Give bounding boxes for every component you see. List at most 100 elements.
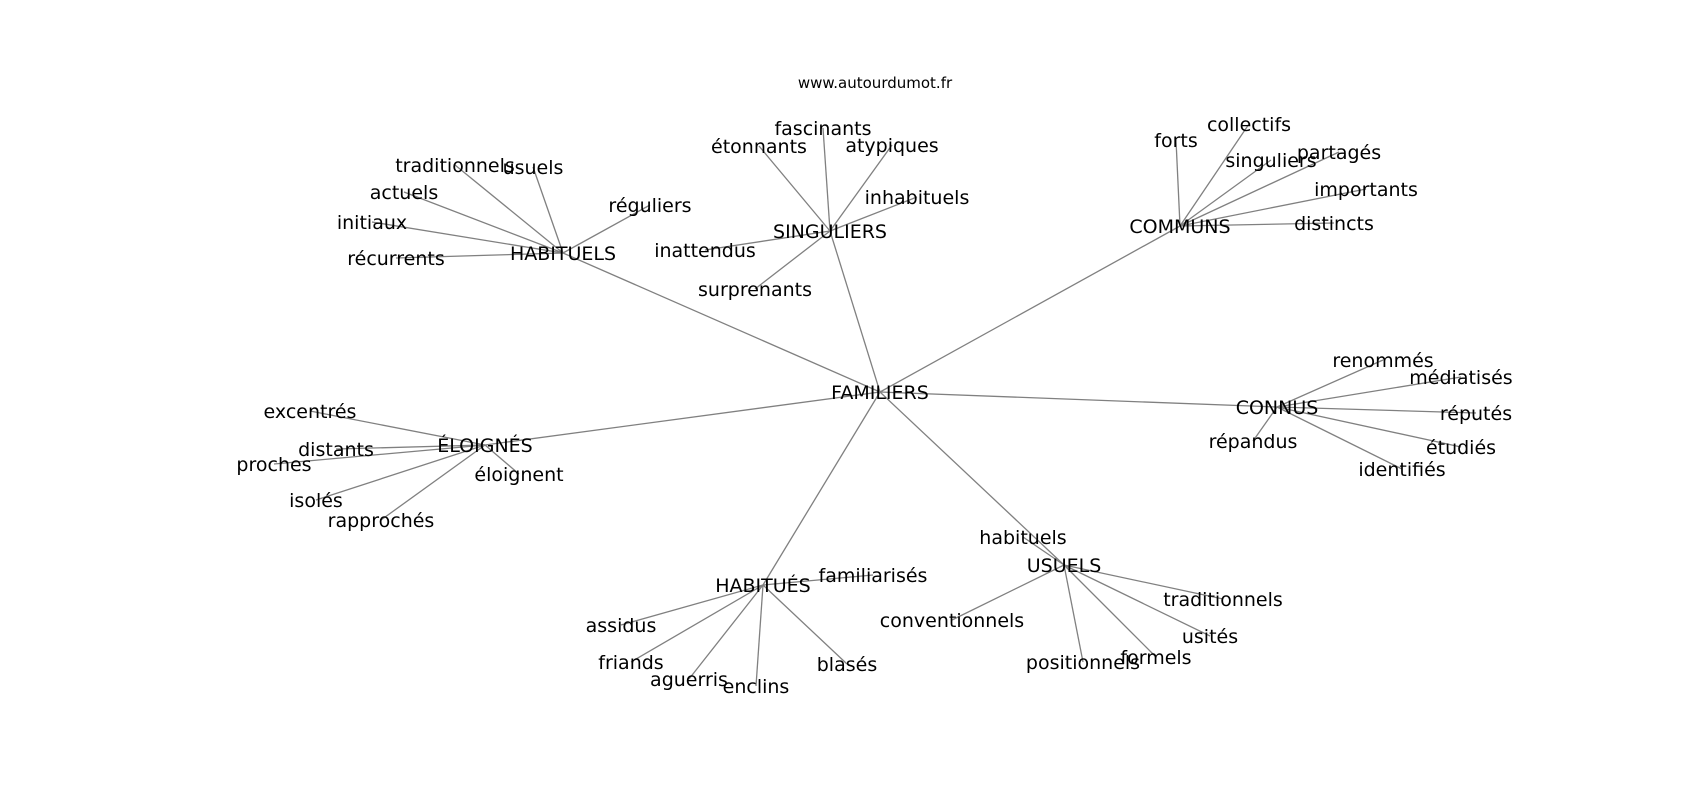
site-url: www.autourdumot.fr bbox=[798, 74, 953, 92]
leaf-node: inattendus bbox=[654, 240, 756, 262]
edge-hub-to-leaf bbox=[1063, 564, 1211, 637]
hub-node: USUELS bbox=[1027, 555, 1102, 577]
leaf-node: surprenants bbox=[698, 279, 812, 301]
edge-hub-to-leaf bbox=[829, 196, 918, 232]
leaf-node: friands bbox=[598, 652, 663, 674]
leaf-node: éloignent bbox=[474, 464, 563, 486]
leaf-node: assidus bbox=[586, 615, 657, 637]
center-node: FAMILIERS bbox=[831, 382, 929, 404]
hub-node: SINGULIERS bbox=[773, 221, 887, 243]
edge-hub-to-leaf bbox=[1179, 159, 1272, 227]
edge-hub-to-leaf bbox=[822, 127, 831, 232]
edge-hub-to-leaf bbox=[1276, 376, 1462, 408]
edge-hub-to-leaf bbox=[1276, 406, 1462, 448]
leaf-node: distants bbox=[298, 439, 374, 461]
leaf-node: étudiés bbox=[1426, 437, 1496, 459]
edge-center-to-hub bbox=[879, 391, 1278, 408]
edge-hub-to-leaf bbox=[380, 444, 486, 521]
leaf-node: fascinants bbox=[774, 118, 871, 140]
edge-hub-to-leaf bbox=[335, 444, 486, 450]
edge-hub-to-leaf bbox=[454, 164, 564, 254]
leaf-node: partagés bbox=[1297, 142, 1381, 164]
edge-hub-to-leaf bbox=[762, 584, 848, 665]
leaf-node: enclins bbox=[723, 676, 790, 698]
edge-hub-to-leaf bbox=[704, 230, 831, 251]
leaf-node: rapprochés bbox=[328, 510, 435, 532]
leaf-node: collectifs bbox=[1207, 114, 1291, 136]
edge-center-to-hub bbox=[879, 225, 1181, 393]
edge-hub-to-leaf bbox=[1276, 359, 1384, 408]
leaf-node: inhabituels bbox=[865, 187, 970, 209]
edge-hub-to-leaf bbox=[951, 564, 1065, 621]
leaf-node: étonnants bbox=[711, 136, 807, 158]
hub-node: HABITUÉS bbox=[715, 574, 811, 597]
edge-hub-to-leaf bbox=[403, 191, 564, 254]
edge-center-to-hub bbox=[829, 230, 881, 393]
edge-hub-to-leaf bbox=[309, 410, 486, 446]
leaf-node: distincts bbox=[1294, 213, 1374, 235]
edge-hub-to-leaf bbox=[1276, 406, 1477, 414]
leaf-node: actuels bbox=[370, 182, 438, 204]
leaf-node: récurrents bbox=[347, 248, 445, 270]
edge-hub-to-leaf bbox=[315, 444, 486, 501]
leaf-node: habituels bbox=[979, 527, 1066, 549]
edge-hub-to-leaf bbox=[532, 166, 564, 254]
edge-hub-to-leaf bbox=[484, 444, 520, 475]
leaf-node: forts bbox=[1154, 130, 1197, 152]
edge-hub-to-leaf bbox=[1022, 536, 1065, 566]
leaf-node: excentrés bbox=[264, 401, 357, 423]
leaf-node: singuliers bbox=[1225, 150, 1316, 172]
edge-hub-to-leaf bbox=[755, 584, 764, 687]
leaf-node: traditionnels bbox=[1163, 589, 1283, 611]
edge-hub-to-leaf bbox=[395, 252, 564, 259]
edge-hub-to-leaf bbox=[688, 584, 764, 680]
leaf-node: réguliers bbox=[608, 195, 691, 217]
leaf-node: traditionnels bbox=[395, 155, 515, 177]
leaf-node: positionnels bbox=[1026, 652, 1140, 674]
leaf-node: familiarisés bbox=[819, 565, 928, 587]
edge-hub-to-leaf bbox=[1252, 406, 1278, 442]
leaf-node: initiaux bbox=[337, 212, 407, 234]
leaf-node: blasés bbox=[817, 654, 877, 676]
hub-node: HABITUELS bbox=[510, 243, 616, 265]
leaf-node: médiatisés bbox=[1409, 367, 1512, 389]
leaf-node: isolés bbox=[289, 490, 343, 512]
edge-hub-to-leaf bbox=[1179, 222, 1335, 227]
leaf-node: aguerris bbox=[650, 669, 728, 691]
edge-hub-to-leaf bbox=[1179, 188, 1367, 227]
edge-hub-to-leaf bbox=[1175, 139, 1181, 227]
edge-center-to-hub bbox=[879, 391, 1065, 566]
edge-hub-to-leaf bbox=[829, 144, 893, 232]
edge-hub-to-leaf bbox=[1063, 564, 1157, 658]
edge-center-to-hub bbox=[762, 391, 881, 586]
edge-hub-to-leaf bbox=[273, 444, 486, 465]
edge-hub-to-leaf bbox=[620, 584, 764, 626]
leaf-node: formels bbox=[1120, 647, 1191, 669]
edge-hub-to-leaf bbox=[1179, 123, 1250, 227]
edge-center-to-hub bbox=[484, 391, 881, 446]
hub-node: COMMUNS bbox=[1129, 216, 1230, 238]
leaf-node: identifiés bbox=[1358, 459, 1445, 481]
leaf-node: usités bbox=[1182, 626, 1238, 648]
leaf-node: usuels bbox=[503, 157, 564, 179]
labels-layer: FAMILIERSHABITUELStraditionnelsusuelsact… bbox=[236, 114, 1512, 698]
leaf-node: importants bbox=[1314, 179, 1418, 201]
edge-hub-to-leaf bbox=[1179, 151, 1340, 227]
edge-hub-to-leaf bbox=[1276, 406, 1403, 470]
edges-layer bbox=[273, 123, 1477, 687]
edge-hub-to-leaf bbox=[758, 145, 831, 232]
edge-hub-to-leaf bbox=[1063, 564, 1084, 663]
leaf-node: renommés bbox=[1332, 350, 1433, 372]
edge-hub-to-leaf bbox=[371, 221, 564, 254]
leaf-node: conventionnels bbox=[880, 610, 1024, 632]
leaf-node: proches bbox=[236, 454, 311, 476]
edge-hub-to-leaf bbox=[762, 574, 874, 586]
leaf-node: répandus bbox=[1209, 431, 1298, 453]
edge-hub-to-leaf bbox=[1063, 564, 1224, 600]
leaf-node: réputés bbox=[1440, 403, 1512, 425]
leaf-node: atypiques bbox=[845, 135, 938, 157]
edge-hub-to-leaf bbox=[754, 230, 831, 290]
edge-hub-to-leaf bbox=[630, 584, 764, 663]
hub-node: CONNUS bbox=[1236, 397, 1319, 419]
